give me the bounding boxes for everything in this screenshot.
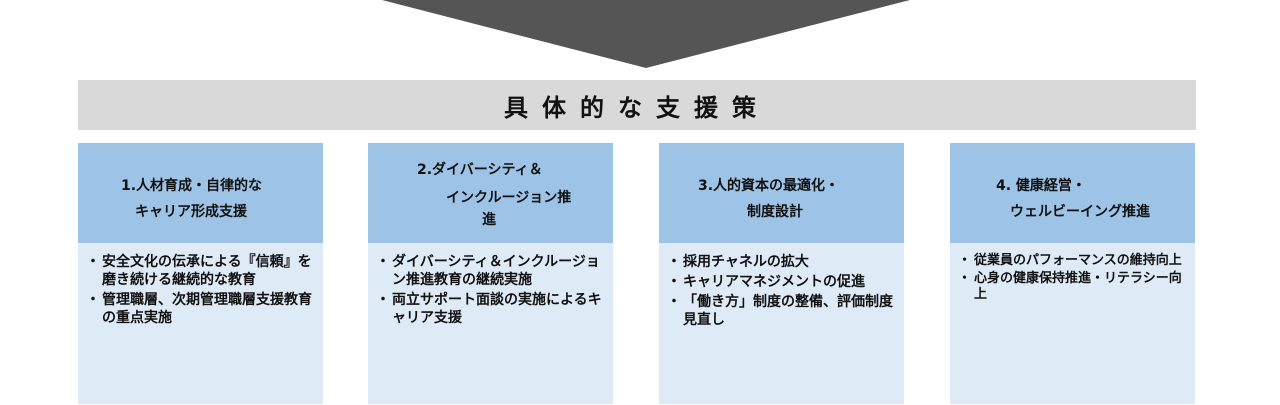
down-arrow xyxy=(382,0,910,68)
list-item: 心身の健康保持推進・リテラシー向上 xyxy=(958,271,1185,303)
measure-column-1: 1.人材育成・自律的な キャリア形成支援 安全文化の伝承による『信頼』を磨き続け… xyxy=(78,143,323,404)
list-item: 「働き方」制度の整備、評価制度見直し xyxy=(667,293,894,329)
column-body: 採用チャネルの拡大 キャリアマネジメントの促進 「働き方」制度の整備、評価制度見… xyxy=(659,243,904,404)
column-body: ダイバーシティ＆インクルージョン推進教育の継続実施 両立サポート面談の実施による… xyxy=(368,243,613,404)
heading-line: キャリア形成支援 xyxy=(135,204,247,220)
column-body: 従業員のパフォーマンスの維持向上 心身の健康保持推進・リテラシー向上 xyxy=(950,243,1195,404)
list-item: 採用チャネルの拡大 xyxy=(667,253,894,271)
measure-column-3: 3.人的資本の最適化・ 制度設計 採用チャネルの拡大 キャリアマネジメントの促進… xyxy=(659,143,904,404)
measure-column-4: 4. 健康経営・ ウェルビーイング推進 従業員のパフォーマンスの維持向上 心身の… xyxy=(950,143,1195,404)
list-item: 管理職層、次期管理職層支援教育の重点実施 xyxy=(86,291,313,327)
heading-line: 4. 健康経営・ xyxy=(996,178,1086,194)
banner-title: 具体的な支援策 xyxy=(78,80,1196,130)
column-body: 安全文化の伝承による『信頼』を磨き続ける継続的な教育 管理職層、次期管理職層支援… xyxy=(78,243,323,404)
column-heading: 2.ダイバーシティ＆ インクルージョン推 進 xyxy=(368,143,613,243)
heading-line: 2.ダイバーシティ＆ xyxy=(417,162,543,178)
heading-line: 3.人的資本の最適化・ xyxy=(698,178,840,194)
heading-line: 制度設計 xyxy=(747,204,803,220)
column-heading: 1.人材育成・自律的な キャリア形成支援 xyxy=(78,143,323,243)
measure-column-2: 2.ダイバーシティ＆ インクルージョン推 進 ダイバーシティ＆インクルージョン推… xyxy=(368,143,613,404)
list-item: キャリアマネジメントの促進 xyxy=(667,273,894,291)
list-item: ダイバーシティ＆インクルージョン推進教育の継続実施 xyxy=(376,253,603,289)
heading-line: ウェルビーイング推進 xyxy=(1010,204,1150,220)
list-item: 安全文化の伝承による『信頼』を磨き続ける継続的な教育 xyxy=(86,253,313,289)
heading-line: 進 xyxy=(482,212,496,228)
heading-line: インクルージョン推 xyxy=(446,190,572,206)
column-heading: 4. 健康経営・ ウェルビーイング推進 xyxy=(950,143,1195,243)
list-item: 両立サポート面談の実施によるキャリア支援 xyxy=(376,291,603,327)
column-heading: 3.人的資本の最適化・ 制度設計 xyxy=(659,143,904,243)
list-item: 従業員のパフォーマンスの維持向上 xyxy=(958,253,1185,269)
heading-line: 1.人材育成・自律的な xyxy=(121,178,263,194)
